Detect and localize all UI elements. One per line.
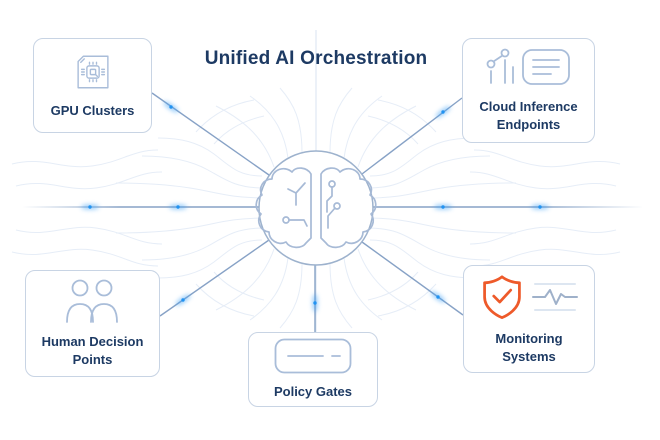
- policy-icon-row: [274, 338, 352, 374]
- node-label: Human Decision Points: [41, 334, 144, 367]
- connector-monitoring: [361, 241, 464, 316]
- node-label: Monitoring Systems: [495, 330, 563, 364]
- gpu-icon-row: [71, 51, 115, 93]
- policy-gate-icon: [274, 338, 352, 374]
- data-pulses: [81, 101, 549, 312]
- metrics-chart-server-icon: [486, 49, 570, 86]
- node-label: GPU Clusters: [50, 103, 135, 119]
- signal-waveform-icon: [532, 282, 578, 311]
- node-label: Cloud Inference Endpoints: [479, 99, 578, 132]
- monitoring-icon-row: [480, 273, 578, 321]
- ai-brain-hub: [255, 150, 377, 266]
- node-policy-gates: Policy Gates: [248, 332, 378, 407]
- hub-circle: [258, 150, 374, 266]
- gpu-chip-icon: [76, 55, 109, 89]
- node-monitoring-systems: Monitoring Systems: [463, 265, 595, 373]
- brain-circuit-icon: [255, 167, 377, 249]
- page-title: Unified AI Orchestration: [204, 48, 428, 69]
- users-icon: [65, 280, 118, 324]
- human-icon-row: [63, 278, 123, 324]
- shield-check-icon: [483, 275, 521, 319]
- node-human-decision-points: Human Decision Points: [25, 270, 160, 377]
- node-gpu-clusters: GPU Clusters: [33, 38, 152, 133]
- node-label: Policy Gates: [273, 384, 353, 400]
- cloud-icon-row: [483, 47, 575, 89]
- node-cloud-inference-endpoints: Cloud Inference Endpoints: [462, 38, 595, 143]
